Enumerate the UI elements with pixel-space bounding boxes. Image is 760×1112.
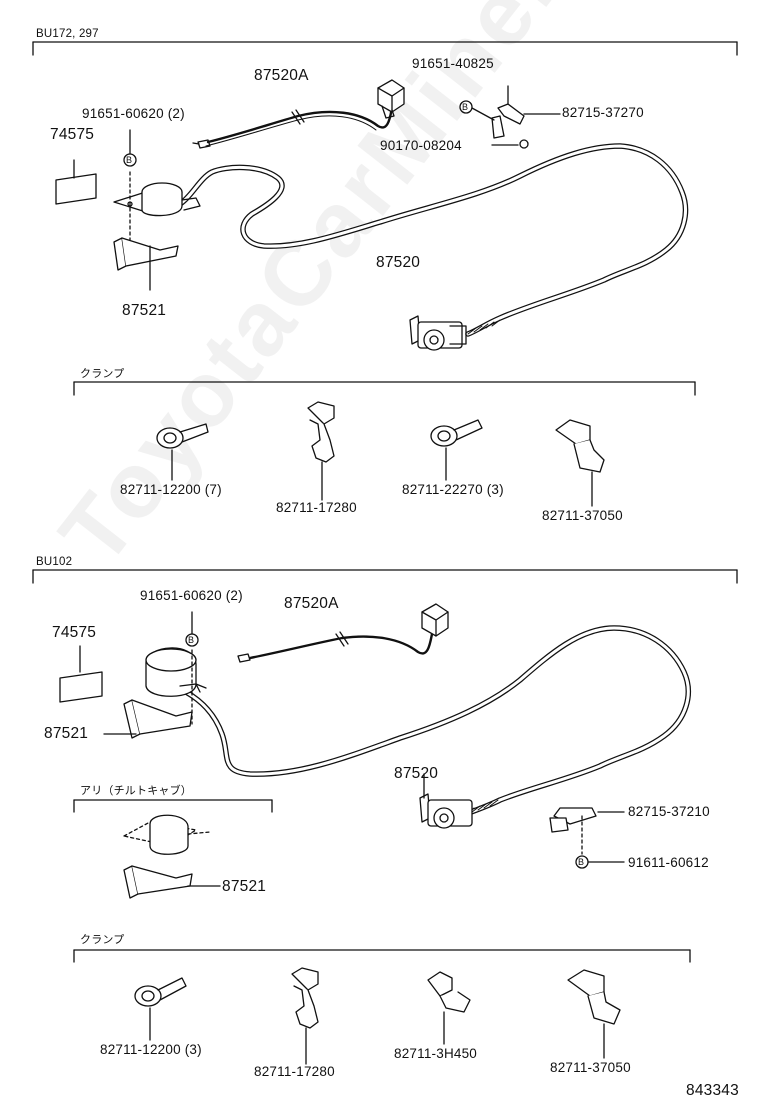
top-clamps — [156, 401, 605, 507]
bottom-bracket-82715-37210 — [549, 807, 625, 869]
top-mount-87521-assembly — [113, 171, 201, 291]
bottom-part-74575: 74575 — [52, 624, 97, 641]
top-clamp-4: 82711-37050 — [542, 508, 623, 523]
top-harness-87520a — [192, 79, 405, 149]
top-part-91651-40825: 91651-40825 — [412, 56, 494, 71]
top-bolt-b-2: B — [462, 102, 469, 112]
bottom-section-frame — [32, 569, 738, 584]
top-clamp-title: クランプ — [80, 367, 125, 380]
bottom-clamp-3: 82711-3H450 — [394, 1046, 478, 1061]
bottom-clamp-1: 82711-12200 (3) — [100, 1042, 202, 1057]
bottom-clamp-2: 82711-17280 — [254, 1064, 335, 1079]
top-clamp-frame — [73, 381, 696, 396]
top-bolt-symbol — [123, 100, 473, 167]
tilt-cab-frame — [73, 799, 273, 813]
bottom-harness-87520a — [237, 603, 449, 663]
top-part-87520a: 87520A — [254, 67, 309, 84]
bottom-clamps — [134, 967, 621, 1065]
top-part-87521: 87521 — [122, 302, 167, 319]
top-part-82715-37270: 82715-37270 — [562, 105, 644, 120]
tilt-part-87521: 87521 — [222, 878, 267, 895]
bottom-harness-87520 — [183, 625, 691, 829]
top-model-label: BU172, 297 — [36, 28, 99, 40]
bottom-part-87520a: 87520A — [284, 595, 339, 612]
bottom-bolt-b-2: B — [578, 857, 585, 867]
bottom-model-label: BU102 — [36, 556, 73, 568]
top-clamp-3: 82711-22270 (3) — [402, 482, 504, 497]
tilt-cab-title: アリ（チルトキャブ） — [80, 784, 192, 797]
bottom-part-91651-60620: 91651-60620 (2) — [140, 588, 243, 603]
top-bracket-82715-37270 — [471, 85, 561, 149]
bottom-part-82715-37210: 82715-37210 — [628, 804, 710, 819]
top-part-90170-08204: 90170-08204 — [380, 138, 462, 153]
top-bolt-b-1: B — [126, 155, 133, 165]
top-clamp-2: 82711-17280 — [276, 500, 357, 515]
bottom-part-87520: 87520 — [394, 765, 439, 782]
top-section-frame — [32, 41, 738, 56]
bottom-clamp-4: 82711-37050 — [550, 1060, 631, 1075]
bottom-clamp-frame — [73, 949, 691, 963]
top-part-74575: 74575 — [50, 126, 95, 143]
bottom-bolt-b-1: B — [188, 635, 195, 645]
top-harness-87520 — [177, 143, 689, 351]
bottom-mount-assembly — [103, 611, 207, 739]
top-part-87520: 87520 — [376, 254, 421, 271]
top-label-plate — [55, 159, 97, 205]
top-clamp-1: 82711-12200 (7) — [120, 482, 222, 497]
bottom-clamp-title: クランプ — [80, 933, 125, 946]
bottom-part-87521: 87521 — [44, 725, 89, 742]
tilt-cab-assembly — [123, 814, 221, 899]
top-part-91651-60620: 91651-60620 (2) — [82, 106, 185, 121]
bottom-part-91611-60612: 91611-60612 — [628, 855, 709, 870]
diagram-number: 843343 — [686, 1082, 739, 1099]
bottom-label-plate — [59, 645, 103, 703]
